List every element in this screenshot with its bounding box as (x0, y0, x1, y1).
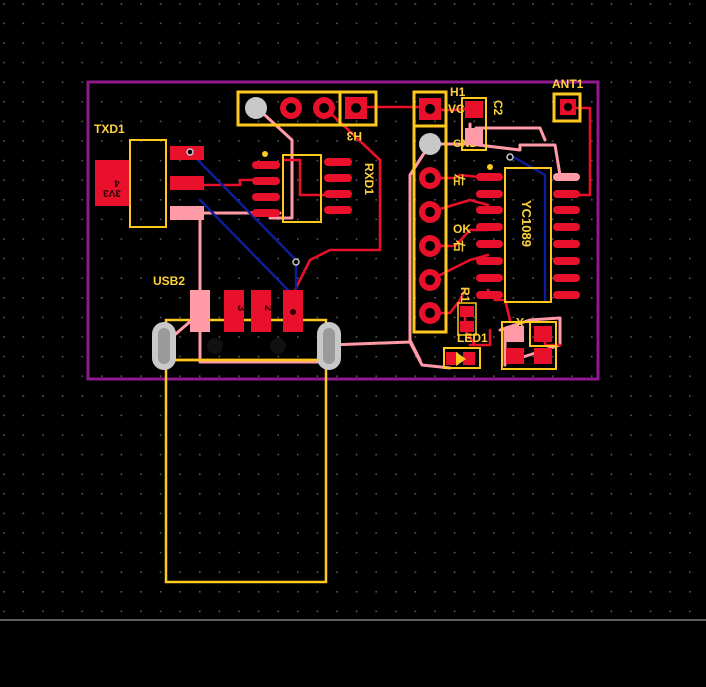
h3-pin-2-hole (286, 103, 296, 113)
left-char-label: 左 (452, 173, 467, 186)
h1-label: H1 (450, 85, 466, 99)
h1-pin-1-hole (425, 104, 435, 114)
usb2-hole-left (207, 338, 223, 354)
r1-pad-top (460, 306, 474, 317)
h3-pin-via (245, 97, 267, 119)
usb2-hole-right (270, 338, 286, 354)
usb2-label: USB2 (153, 274, 185, 288)
usb2-pad-1 (190, 290, 210, 332)
r1-pad-bottom (460, 321, 474, 332)
c2-label: C2 (491, 100, 505, 116)
usb2-outline-body (164, 358, 328, 584)
ok-label: OK (453, 222, 471, 236)
txd1-pad-bottom-label: 3V3 (103, 187, 121, 198)
h1-pin-3-hole (425, 173, 435, 183)
ant1-pad-hole (564, 103, 572, 111)
r1-label: R1 (458, 287, 472, 303)
c2-pad-top (465, 101, 483, 118)
h1-pin-5-hole (425, 241, 435, 251)
yc1089-pin1-dot (487, 164, 493, 170)
h3-pin-1-hole (351, 103, 361, 113)
via-1 (292, 258, 300, 266)
x-pad-1 (506, 326, 524, 342)
h1-pin-4-hole (425, 207, 435, 217)
yc1089-pads-left (476, 173, 503, 299)
led1-polarity-icon (456, 352, 466, 366)
yc1089-label: YC1089 (519, 200, 534, 247)
right-char-label: 右 (452, 239, 467, 252)
x-outline-inner (529, 321, 557, 347)
txd1-pad-3 (170, 206, 204, 220)
h3-outline (236, 90, 378, 127)
usb2-pad-2 (251, 290, 271, 332)
ant1-label: ANT1 (552, 77, 584, 91)
x-pad-3 (506, 348, 524, 364)
h1-pin-7-hole (425, 308, 435, 318)
rxd1-pin1-dot (262, 151, 268, 157)
rxd1-pads-left (252, 161, 280, 217)
yc1089-outline (504, 167, 552, 303)
h3-label: H3 (346, 129, 362, 143)
led1-pad-2 (463, 352, 475, 365)
ant1-outline (552, 92, 582, 123)
r1-outline (457, 302, 477, 336)
usb2-mount-left-slot (158, 328, 170, 364)
led1-outline (443, 347, 481, 369)
x-pad-2 (534, 326, 552, 342)
rxd1-outline (282, 154, 322, 223)
usb2-pad-2-label: 2 (262, 305, 274, 311)
via-2 (186, 148, 194, 156)
led1-pad-1 (446, 352, 458, 365)
x-pad-4 (534, 348, 552, 364)
via-yc1089 (506, 153, 514, 161)
h3-pin-3-hole (319, 103, 329, 113)
h1-outline (412, 90, 448, 334)
h1-pin-2 (419, 133, 441, 155)
usb2-mount-right-slot (323, 328, 335, 364)
c2-outline (461, 97, 487, 151)
usb2-pad-3-label: 3 (235, 305, 247, 311)
txd1-pad-2 (170, 176, 204, 190)
txd1-pad-left (95, 160, 129, 206)
led1-label: LED1 (457, 331, 488, 345)
rxd1-pads-right (324, 158, 352, 214)
usb2-pad-4-dot (290, 309, 296, 315)
h1-pin-6-hole (425, 275, 435, 285)
c2-pad-bottom (465, 128, 483, 145)
usb2-pad-3 (224, 290, 244, 332)
rxd1-label: RXD1 (362, 163, 376, 195)
yc1089-pads-right (553, 173, 580, 299)
txd1-pad-top-label: 4 (114, 177, 120, 188)
txd1-label: TXD1 (94, 122, 125, 136)
board-outline (86, 80, 600, 381)
txd1-outline (129, 139, 167, 228)
